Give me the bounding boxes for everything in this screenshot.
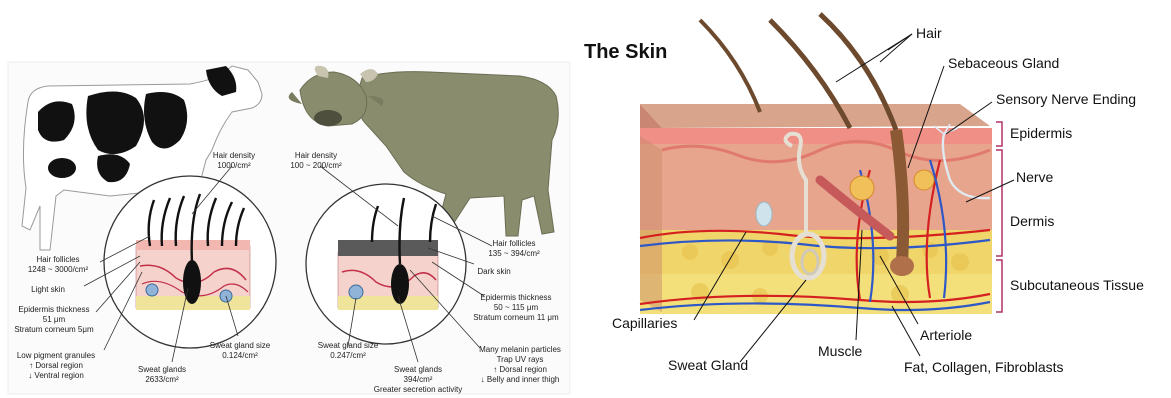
label-arteriole: Arteriole (920, 327, 972, 343)
low-pigment-line2: ↓ Ventral region (28, 371, 84, 380)
dermis-layer (640, 144, 992, 230)
melanin-line3: ↓ Belly and inner thigh (481, 375, 560, 384)
epidermis-cow-title: Epidermis thickness (18, 305, 89, 314)
hair-density-cow-title: Hair density (213, 151, 255, 160)
epidermis-buffalo-line1: 50 ~ 115 μm (494, 303, 539, 312)
sweat-glands-cow-value: 2633/cm² (145, 375, 179, 384)
hair-density-buffalo-title: Hair density (295, 151, 337, 160)
sweat-gland-size-cow-title: Sweat gland size (210, 341, 271, 350)
sweat-glands-buffalo-value: 394/cm² (404, 375, 433, 384)
epidermis-buffalo-line2: Stratum corneum 11 μm (473, 313, 559, 322)
skin-side-shading (640, 136, 662, 312)
hair-follicles-buffalo-title: Hair follicles (492, 239, 535, 248)
cow-spot (86, 91, 144, 154)
label-fat-collagen-fibroblasts: Fat, Collagen, Fibroblasts (904, 359, 1064, 375)
hair-follicles-cow-title: Hair follicles (36, 255, 79, 264)
epidermis-buffalo-title: Epidermis thickness (480, 293, 551, 302)
cow-sweat-gland (146, 284, 158, 296)
label-sensory-nerve-ending: Sensory Nerve Ending (996, 91, 1136, 107)
low-pigment-line1: ↑ Dorsal region (29, 361, 83, 370)
hair-density-cow-value: 1000/cm² (217, 161, 251, 170)
dermis-bracket (996, 150, 1002, 256)
buffalo-sweat-gland (349, 285, 363, 299)
hair-density-buffalo-value: 100 ~ 200/cm² (290, 161, 342, 170)
label-dermis: Dermis (1010, 213, 1054, 229)
sweat-gland-size-buffalo-value: 0.247/cm² (330, 351, 366, 360)
sweat-gland-size-buffalo-title: Sweat gland size (318, 341, 379, 350)
label-sebaceous-gland: Sebaceous Gland (948, 55, 1059, 71)
hair-root (896, 130, 903, 262)
cow-epidermis (136, 240, 250, 250)
label-muscle: Muscle (818, 343, 863, 359)
buffalo-hair-follicle (391, 264, 409, 304)
epidermis-bracket (996, 122, 1002, 146)
skin-diagram-title: The Skin (584, 41, 667, 63)
cow-spot (48, 158, 76, 178)
label-hair: Hair (916, 25, 942, 41)
label-sweat-gland: Sweat Gland (668, 357, 748, 373)
cattle-skin-panel: Hair density 1000/cm² Hair density 100 ~… (8, 62, 570, 394)
dark-skin-label: Dark skin (477, 267, 510, 276)
hair-bulb (890, 256, 914, 276)
hair-follicles-cow-value: 1248 ~ 3000/cm² (28, 265, 89, 274)
human-skin-panel: The Skin (584, 14, 1144, 375)
buffalo-muzzle (314, 110, 342, 126)
melanin-line2: ↑ Dorsal region (493, 365, 547, 374)
sweat-glands-buffalo-note: Greater secretion activity (374, 385, 462, 394)
melanin-line1: Trap UV rays (497, 355, 544, 364)
melanin-title: Many melanin particles (479, 345, 561, 354)
hair-follicles-buffalo-value: 135 ~ 394/cm² (488, 249, 540, 258)
epidermis-cow-line1: 51 μm (43, 315, 66, 324)
pressure-receptor (756, 202, 772, 226)
sweat-glands-buffalo-title: Sweat glands (394, 365, 442, 374)
light-skin-label: Light skin (31, 285, 65, 294)
label-capillaries: Capillaries (612, 315, 677, 331)
skin-block (640, 104, 992, 314)
label-epidermis: Epidermis (1010, 125, 1072, 141)
buffalo-dark-epidermis (338, 240, 438, 256)
label-subcutaneous-tissue: Subcutaneous Tissue (1010, 277, 1144, 293)
sweat-gland-size-cow-value: 0.124/cm² (222, 351, 258, 360)
low-pigment-title: Low pigment granules (17, 351, 95, 360)
hair-shaft (700, 20, 760, 112)
sweat-glands-cow-title: Sweat glands (138, 365, 186, 374)
layer-brackets (996, 122, 1002, 312)
epidermis-cow-line2: Stratum corneum 5μm (14, 325, 94, 334)
label-nerve: Nerve (1016, 169, 1054, 185)
subcutaneous-bracket (996, 260, 1002, 312)
skin-surface (640, 104, 990, 128)
